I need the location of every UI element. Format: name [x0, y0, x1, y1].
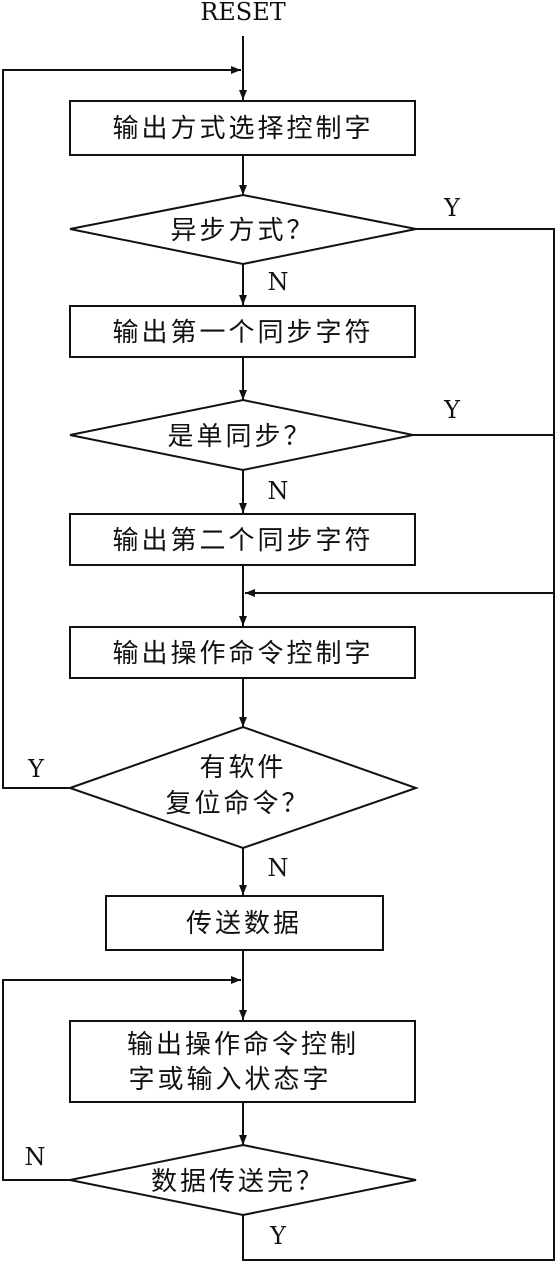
node-output-sync-char-2-label: 输出第二个同步字符 [112, 526, 373, 556]
node-output-command-word [69, 626, 416, 679]
label-done-yes: Y [269, 1222, 287, 1250]
decision-has-soft-reset-label-line2: 复位命令？ [165, 789, 310, 819]
edge-reset-check-yes-loop [2, 66, 241, 789]
node-output-sync-char-2 [69, 513, 416, 566]
node-output-mode-word-label: 输出方式选择控制字 [112, 114, 373, 144]
node-transfer-data [105, 895, 384, 951]
node-output-cmd-or-status-label-line1: 输出操作命令控制 [127, 1030, 359, 1060]
label-done-no: N [25, 1143, 46, 1171]
edge-async-yes [245, 228, 555, 597]
decision-is-async-label: 异步方式？ [170, 216, 315, 246]
decision-transfer-done-label: 数据传送完？ [151, 1167, 325, 1197]
node-output-cmd-or-status [69, 1020, 416, 1103]
label-async-no: N [268, 268, 289, 296]
edge-done-no-loop [2, 976, 241, 1181]
label-reset-no: N [268, 854, 289, 882]
node-output-sync-char-1-label: 输出第一个同步字符 [112, 318, 373, 348]
start-label: RESET [200, 0, 286, 26]
edge-done-yes-loop [242, 593, 555, 1261]
decision-is-single-sync-label: 是单同步？ [167, 422, 312, 452]
label-async-yes: Y [443, 194, 461, 222]
node-output-command-word-label: 输出操作命令控制字 [112, 639, 373, 669]
node-output-sync-char-1 [69, 305, 416, 358]
decision-is-single-sync [69, 398, 414, 472]
decision-has-soft-reset-label-line1: 有软件 [199, 753, 286, 783]
node-output-cmd-or-status-label-line2: 字或输入状态字 [128, 1065, 331, 1095]
node-transfer-data-label: 传送数据 [186, 909, 302, 939]
decision-transfer-done [69, 1143, 417, 1217]
label-reset-yes: Y [27, 755, 45, 783]
node-output-mode-word [69, 100, 416, 156]
label-single-no: N [268, 477, 289, 505]
decision-has-soft-reset [66, 725, 420, 850]
decision-is-async [69, 193, 417, 266]
label-single-yes: Y [443, 396, 461, 424]
